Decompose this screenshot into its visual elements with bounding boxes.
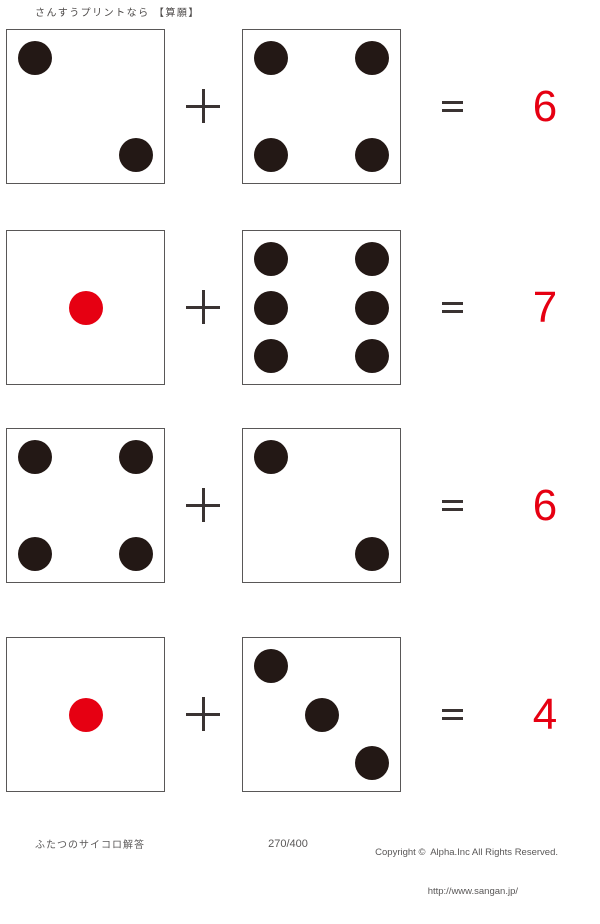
answer-value: 7 [532,283,558,332]
die-left [6,637,165,792]
equals-sign [442,709,463,720]
problem-row: 7 [0,230,600,385]
worksheet-type-label: ふたつのサイコロ解答 [35,840,145,851]
die-pip [354,746,389,781]
equals-sign [442,302,463,313]
die-right [242,230,401,385]
die-left [6,230,165,385]
die-pip [354,339,389,374]
die-pip [304,697,339,732]
answer-value: 6 [532,82,558,131]
die-left [6,428,165,583]
problem-row: 6 [0,428,600,583]
die-pip [254,40,289,75]
die-pip [18,40,53,75]
answer-value: 4 [532,690,558,739]
die-pip [68,290,103,325]
equals-sign [442,101,463,112]
die-pip [68,697,103,732]
copyright-text: Copyright © Alpha.Inc All Rights Reserve… [375,847,558,858]
problem-row: 4 [0,637,600,792]
die-pip [354,241,389,276]
website-url: http://www.sangan.jp/ [427,886,518,897]
problem-row: 6 [0,29,600,184]
die-pip [118,439,153,474]
die-pip [354,40,389,75]
die-right [242,637,401,792]
die-pip [254,648,289,683]
die-left [6,29,165,184]
equals-sign [442,500,463,511]
plus-sign [186,697,220,731]
die-pip [254,439,289,474]
die-pip [254,290,289,325]
footer-credits: Copyright © Alpha.Inc All Rights Reserve… [375,820,558,924]
die-pip [354,290,389,325]
die-pip [254,339,289,374]
page-title: さんすうプリントなら 【算願】 [35,8,200,19]
die-pip [18,439,53,474]
die-pip [118,537,153,572]
plus-sign [186,488,220,522]
plus-sign [186,290,220,324]
die-pip [118,138,153,173]
answer-value: 6 [532,481,558,530]
plus-sign [186,89,220,123]
page-number: 270/400 [268,838,308,850]
die-pip [18,537,53,572]
die-pip [354,537,389,572]
die-right [242,428,401,583]
die-right [242,29,401,184]
die-pip [254,241,289,276]
die-pip [354,138,389,173]
die-pip [254,138,289,173]
